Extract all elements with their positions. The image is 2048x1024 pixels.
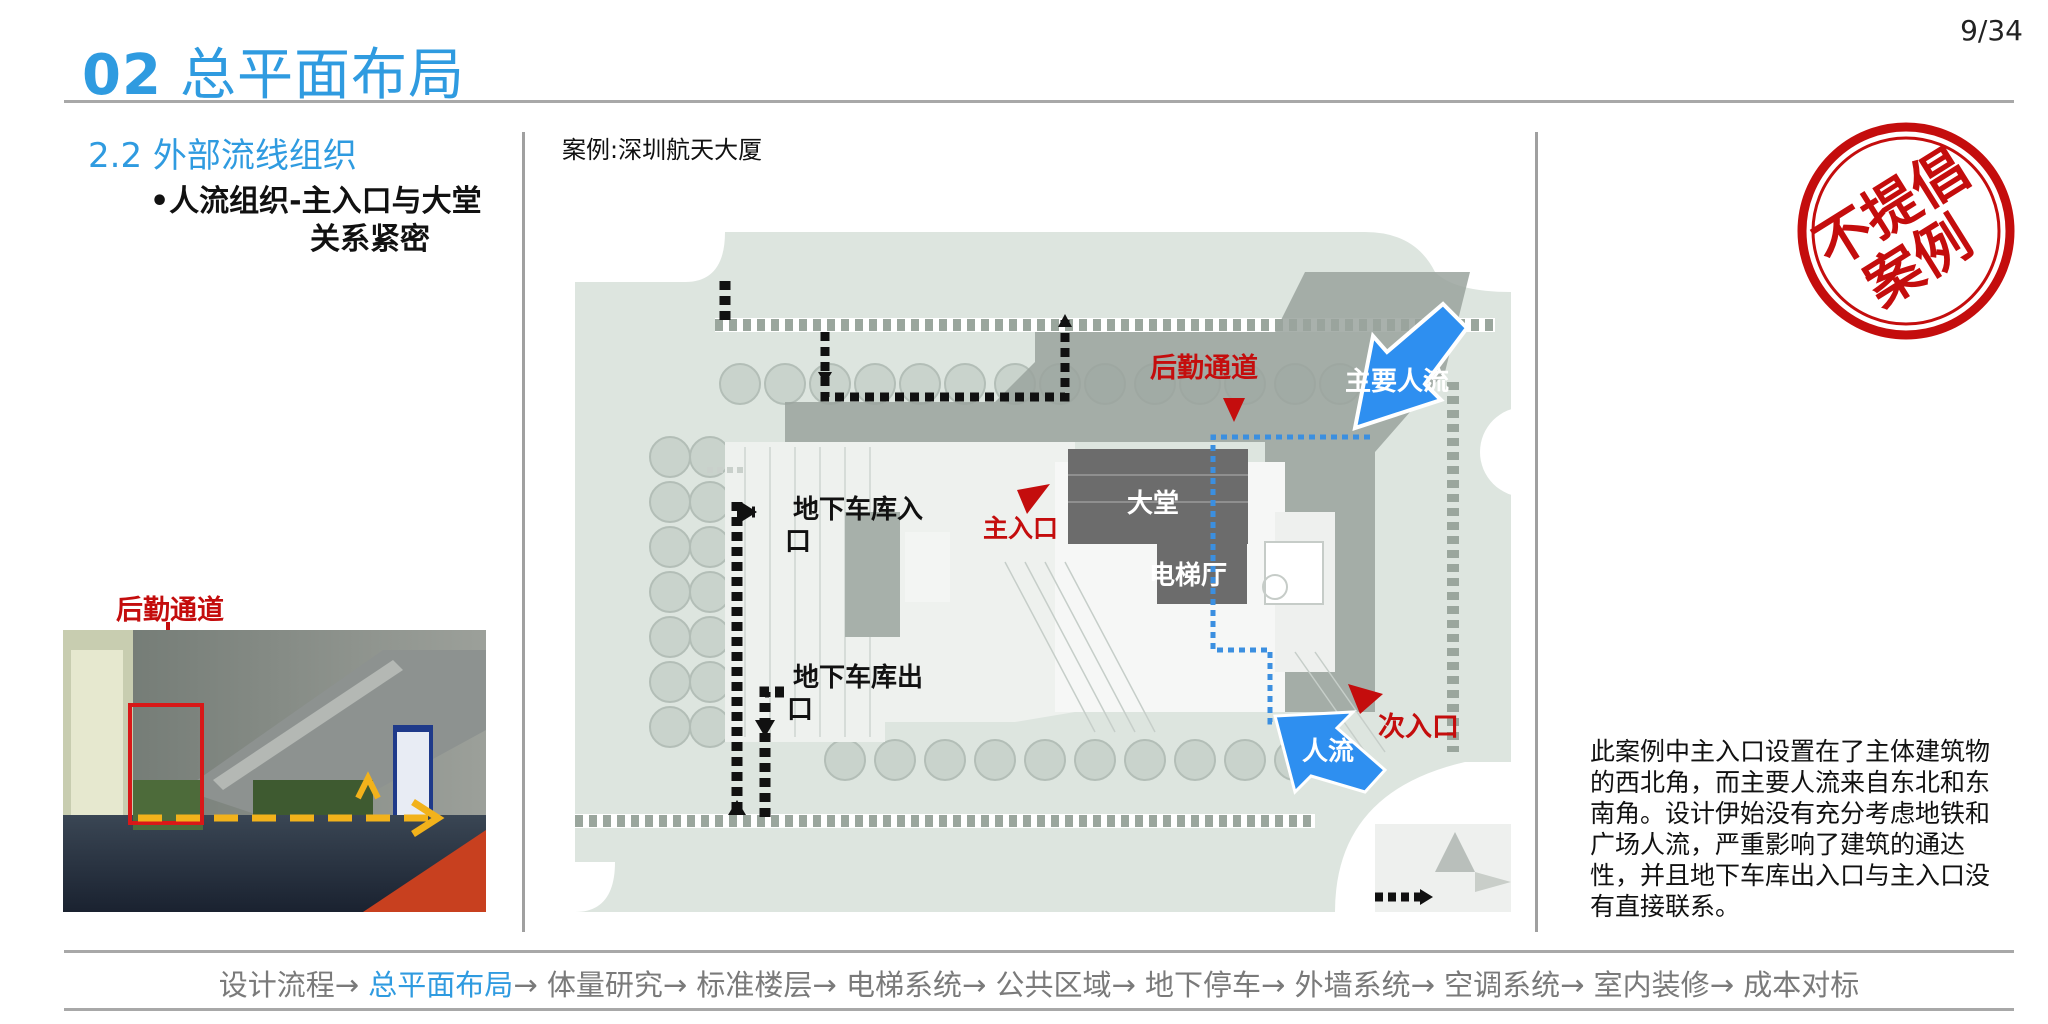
nav-item-10[interactable]: 成本对标: [1743, 968, 1860, 1002]
plan-logistics-label: 后勤通道: [1150, 352, 1258, 383]
garage-in-arrow: [741, 502, 757, 522]
garage-out-arrow-up: [728, 800, 746, 815]
column-divider-left: [522, 132, 525, 932]
lobby-label: 大堂: [1127, 488, 1179, 518]
lobby-photo-illustration: [63, 630, 486, 912]
plan-plaza-hatch: [1004, 561, 1386, 753]
nav-item-2[interactable]: 体量研究: [546, 968, 663, 1002]
main-flow-arrow: [1352, 301, 1470, 431]
nav-item-3[interactable]: 标准楼层: [696, 968, 813, 1002]
photo-logistics-label: 后勤通道: [116, 595, 224, 626]
process-nav: 设计流程→ 总平面布局→ 体量研究→ 标准楼层→ 电梯系统→ 公共区域→ 地下停…: [64, 962, 2014, 1004]
secondary-entrance-marker: [1348, 684, 1383, 714]
garage-in-label-2: 口: [785, 526, 811, 556]
page-number: 9/34: [1960, 14, 2023, 47]
nav-arrow: →: [513, 968, 547, 1002]
case-description: 此案例中主入口设置在了主体建筑物的西北角，而主要人流来自东北和东南角。设计伊始没…: [1590, 737, 1991, 921]
nav-arrow: →: [1709, 968, 1744, 1002]
nav-item-0[interactable]: 设计流程: [218, 968, 335, 1002]
nav-arrow: →: [662, 968, 697, 1002]
nav-arrow: →: [1111, 968, 1146, 1002]
logistics-route: [820, 320, 1070, 402]
nav-item-8[interactable]: 空调系统: [1444, 968, 1561, 1002]
lobby-block: [1068, 449, 1248, 544]
nav-arrow: →: [961, 968, 996, 1002]
page-title: 02 总平面布局: [82, 30, 465, 111]
section-title: 2.2 外部流线组织: [88, 136, 357, 176]
plan-fence-bottom: [575, 814, 1315, 828]
nav-item-4[interactable]: 电梯系统: [845, 968, 962, 1002]
plan-main-flow-label: 主要人流: [1345, 366, 1449, 396]
nav-arrow: →: [1410, 968, 1445, 1002]
logistics-marker: [1223, 398, 1245, 422]
plan-secondary-entrance-label: 次入口: [1378, 712, 1459, 742]
chapter-title: 总平面布局: [179, 43, 465, 108]
elevator-hall-label: 电梯厅: [1149, 560, 1227, 590]
nav-arrow: →: [1261, 968, 1295, 1002]
garage-out-label-1: 地下车库出: [793, 662, 923, 692]
people-flow-route: [1210, 434, 1370, 725]
nav-item-6[interactable]: 地下停车: [1145, 968, 1262, 1002]
footer-rule-top: [64, 950, 2014, 953]
header-rule: [64, 100, 2014, 103]
nav-item-7[interactable]: 外墙系统: [1294, 968, 1411, 1002]
site-plan: 大堂 电梯厅 后勤通道 主要人流 主入口 地下车库入 口 地下车库出 口 次入口…: [575, 232, 1511, 912]
logistics-up-arrow: [1058, 314, 1072, 327]
bullet-point: •人流组织-主入口与大堂 关系紧密: [150, 183, 482, 259]
plan-main-entrance-label: 主入口: [983, 515, 1058, 543]
nav-item-5[interactable]: 公共区域: [995, 968, 1112, 1002]
bullet-line-2: 关系紧密: [310, 222, 430, 257]
chapter-number: 02: [82, 43, 162, 108]
nav-item-9[interactable]: 室内装修: [1593, 968, 1710, 1002]
nav-arrow: →: [1560, 968, 1594, 1002]
main-entrance-marker: [1017, 484, 1050, 514]
lobby-photo: [63, 630, 486, 912]
nav-arrow: →: [334, 968, 369, 1002]
garage-out-arrow-down: [755, 720, 775, 737]
garage-in-label-1: 地下车库入: [793, 494, 923, 524]
plan-people-flow-label: 人流: [1302, 736, 1354, 766]
not-recommended-stamp: 不提倡 案例: [1797, 122, 2015, 340]
secondary-flow-arrow: [1273, 710, 1388, 795]
nav-arrow: →: [812, 968, 846, 1002]
footer-rule-bottom: [64, 1008, 2014, 1011]
nav-item-1[interactable]: 总平面布局: [368, 968, 514, 1002]
garage-out-label-2: 口: [787, 694, 813, 724]
elevator-hall-block: [1157, 544, 1247, 604]
plan-legend: [1375, 824, 1511, 912]
bullet-line-1: •人流组织-主入口与大堂: [150, 184, 482, 219]
logistics-down-arrow: [818, 372, 832, 384]
column-divider-right: [1535, 132, 1538, 932]
case-label: 案例:深圳航天大厦: [562, 136, 763, 164]
